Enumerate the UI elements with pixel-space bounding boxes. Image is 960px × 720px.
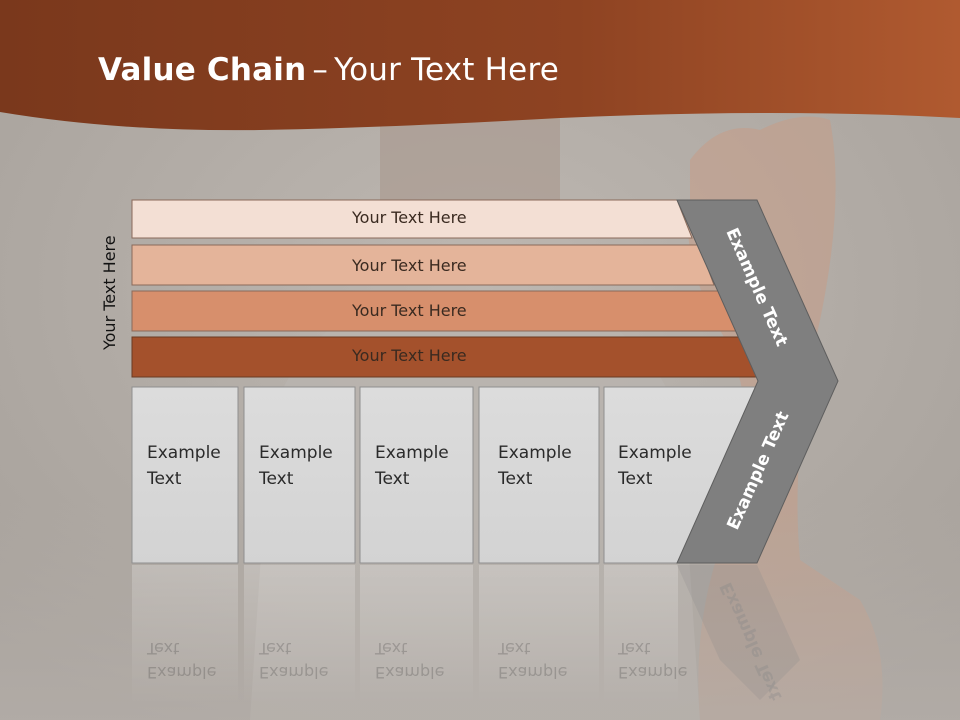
column-3-box: [359, 386, 474, 564]
column-3-reflection: [360, 565, 473, 705]
bar-1: [131, 199, 693, 239]
bar-2-label: Your Text Here: [352, 256, 467, 275]
bar-1-label: Your Text Here: [352, 208, 467, 227]
column-1-box: [131, 386, 239, 564]
column-2-box: [243, 386, 356, 564]
bar-3-label: Your Text Here: [352, 301, 467, 320]
bar-4-label: Your Text Here: [352, 346, 467, 365]
column-5-reflection: [604, 565, 678, 705]
column-4-box: [478, 386, 600, 564]
column-2-reflection: [244, 565, 355, 705]
bar-2: [131, 244, 715, 286]
title-bold: Value Chain: [98, 52, 307, 88]
chevron-reflection: [677, 565, 800, 700]
page-title: Value Chain–Your Text Here: [98, 52, 559, 88]
chevron-arrow: [676, 199, 839, 564]
title-separator: –: [312, 52, 329, 88]
title-rest: Your Text Here: [334, 52, 559, 88]
header-band: [0, 0, 960, 131]
column-4-reflection: [479, 565, 599, 705]
column-1-reflection: [132, 565, 238, 705]
